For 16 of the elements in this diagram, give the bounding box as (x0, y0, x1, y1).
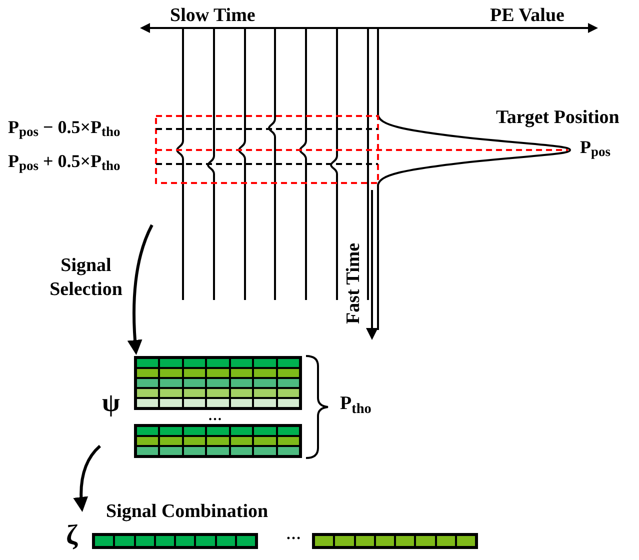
curved-arrow (128, 224, 154, 355)
vector-bar (312, 533, 478, 549)
text-label: Slow Time (170, 6, 256, 25)
axis-label: Fast Time (342, 242, 365, 324)
vector-bar (92, 533, 258, 549)
signal-matrix (134, 356, 302, 458)
ellipsis: … (208, 410, 222, 424)
text-label: PE Value (490, 6, 564, 25)
text-label: P$_{tho}$ (340, 394, 372, 413)
edge-label: Signal Selection (48, 254, 124, 302)
text-label: Signal Combination (106, 502, 268, 521)
text-label: Target Position (496, 108, 620, 127)
text-label: … (286, 528, 301, 543)
curved-arrow (73, 444, 102, 512)
text-label: ψ (102, 390, 120, 416)
text-label: ζ (66, 522, 78, 550)
